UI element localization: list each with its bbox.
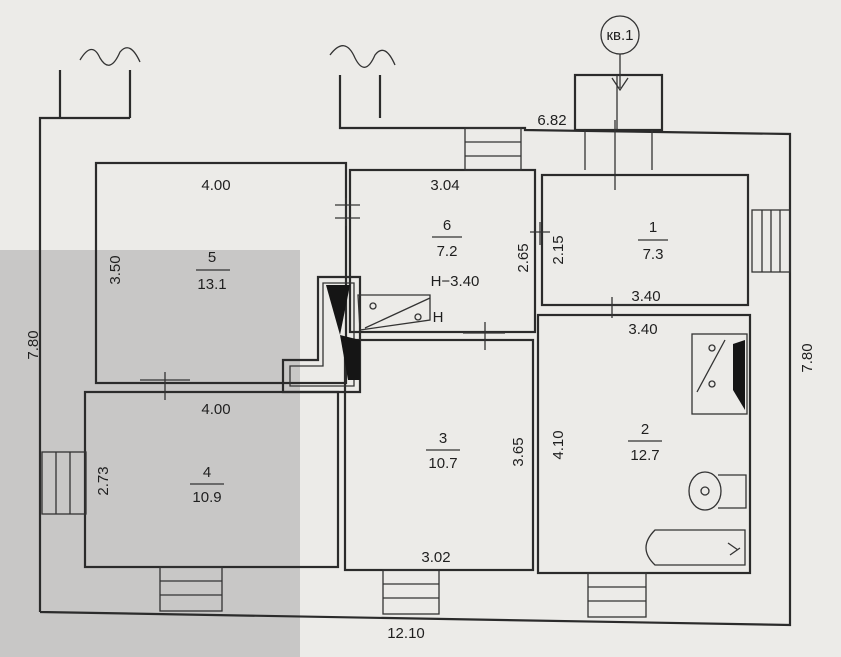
entrance-arrow [611,54,629,92]
room2-area: 12.7 [630,447,659,464]
room2-number: 2 [641,421,649,438]
stove-outline [281,275,362,394]
room3-area: 10.7 [428,455,457,472]
boiler-dark [733,340,745,410]
room5-height: 3.50 [107,255,124,284]
bathtub-fixture [645,529,746,566]
room-1 [540,173,750,307]
outer-wall-top-left [58,70,382,118]
stove-firebox [357,294,431,331]
stairs-right [751,209,791,273]
stairs-top [464,127,522,171]
stove-fill-bottom [340,335,360,380]
stove-inner [289,282,355,387]
room-5 [94,161,348,385]
stairs-left [41,451,87,515]
room1-height: 2.15 [550,235,567,264]
entrance-walls [584,75,653,190]
break-line-right [329,45,396,68]
stairs-bottom-2 [382,569,440,615]
room6-area: 7.2 [437,243,458,260]
room4-number: 4 [203,464,211,481]
room6-number: 6 [443,217,451,234]
room4-height: 2.73 [95,466,112,495]
ceiling-height: H−3.40 [431,273,480,290]
room4-width: 4.00 [201,401,230,418]
total-height-left: 7.80 [25,330,42,359]
total-height-right: 7.80 [799,343,816,372]
room5-number: 5 [208,249,216,266]
room3-width: 3.02 [421,549,450,566]
room1-number: 1 [649,219,657,236]
photo-shadow [0,250,300,657]
room2-height: 4.10 [550,430,567,459]
break-line-left [79,47,141,66]
outer-wall [38,116,792,627]
stove-fill-top [326,285,350,335]
room5-width: 4.00 [201,177,230,194]
room3-height: 3.65 [510,437,527,466]
room-6 [348,168,537,334]
stove-mark: H [433,309,444,326]
stairs-bottom-1 [159,566,223,612]
room3-number: 3 [439,430,447,447]
room6-width: 3.04 [430,177,459,194]
room5-area: 13.1 [197,276,226,293]
room2-width: 3.40 [628,321,657,338]
room1-area: 7.3 [643,246,664,263]
room4-area: 10.9 [192,489,221,506]
room1-width: 3.40 [631,288,660,305]
entrance-porch [573,73,664,132]
stairs-bottom-3 [587,572,647,618]
door-ticks [140,198,640,400]
stove-dot [369,302,377,310]
stove-dot-2 [414,313,422,321]
total-width: 12.10 [387,625,425,642]
room6-height: 2.65 [515,243,532,272]
toilet-fixture [688,471,747,511]
apartment-tag: кв.1 [606,27,633,44]
entrance-width: 6.82 [537,112,566,129]
boiler-fixture [691,333,748,415]
